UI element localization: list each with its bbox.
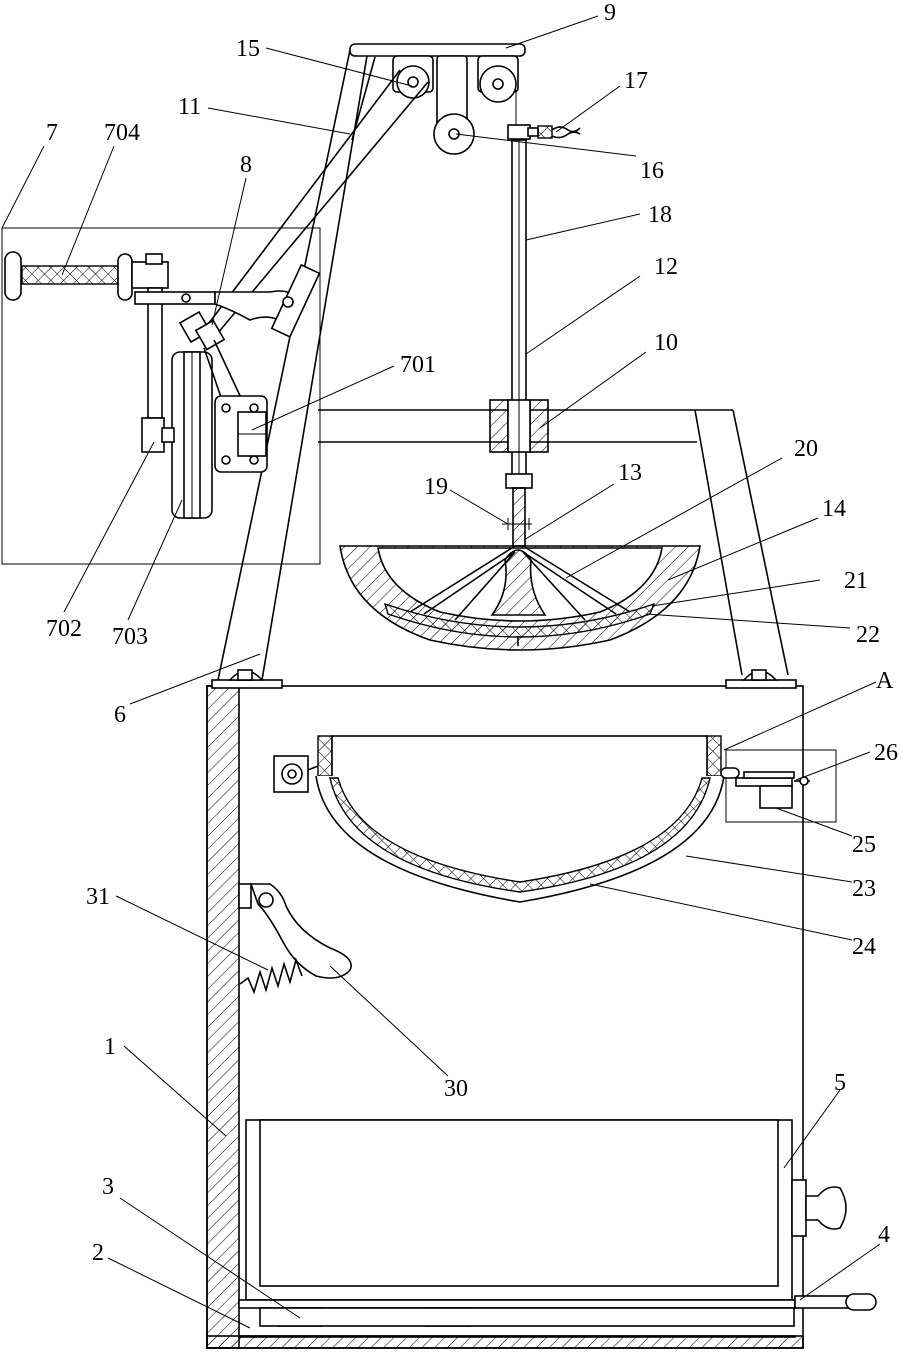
label-22: 22 [856, 622, 880, 648]
pulley-left [393, 56, 433, 98]
label-5: 5 [834, 1070, 846, 1096]
label-23: 23 [852, 876, 876, 902]
label-11: 11 [178, 94, 201, 120]
pulley-middle [434, 56, 474, 154]
top-plate [350, 44, 525, 56]
drawer [246, 1120, 846, 1300]
label-20: 20 [794, 436, 818, 462]
label-31: 31 [86, 884, 110, 910]
label-2: 2 [92, 1240, 104, 1266]
label-703: 703 [112, 624, 148, 650]
frame-brace [352, 57, 375, 140]
label-12: 12 [654, 254, 678, 280]
latch-26 [721, 768, 810, 808]
label-4: 4 [878, 1222, 890, 1248]
label-13: 13 [618, 460, 642, 486]
shaft-collar [506, 474, 532, 488]
lower-bowl [316, 736, 724, 902]
label-A: A [876, 668, 894, 694]
spring-31 [240, 960, 302, 992]
label-18: 18 [648, 202, 672, 228]
label-21: 21 [844, 568, 868, 594]
bearing-701 [215, 396, 267, 472]
label-701: 701 [400, 352, 436, 378]
pulley-right [478, 56, 518, 102]
label-10: 10 [654, 330, 678, 356]
label-9: 9 [604, 0, 616, 26]
label-14: 14 [822, 496, 846, 522]
label-1: 1 [104, 1034, 116, 1060]
label-702: 702 [46, 616, 82, 642]
vertical-rod-702 [142, 288, 164, 452]
hinge [274, 756, 318, 792]
lower-rod [513, 488, 525, 546]
label-25: 25 [852, 832, 876, 858]
wheel-703 [162, 352, 212, 518]
label-7: 7 [46, 120, 58, 146]
frame-left-leg [218, 50, 368, 680]
label-15: 15 [236, 36, 260, 62]
label-3: 3 [102, 1174, 114, 1200]
label-30: 30 [444, 1076, 468, 1102]
label-26: 26 [874, 740, 898, 766]
label-6: 6 [114, 702, 126, 728]
label-8: 8 [240, 152, 252, 178]
label-19: 19 [424, 474, 448, 500]
label-16: 16 [640, 158, 664, 184]
label-17: 17 [624, 68, 648, 94]
label-704: 704 [104, 120, 140, 146]
shaft-bearing [490, 400, 548, 452]
label-24: 24 [852, 934, 876, 960]
frame-right-leg [695, 410, 788, 675]
